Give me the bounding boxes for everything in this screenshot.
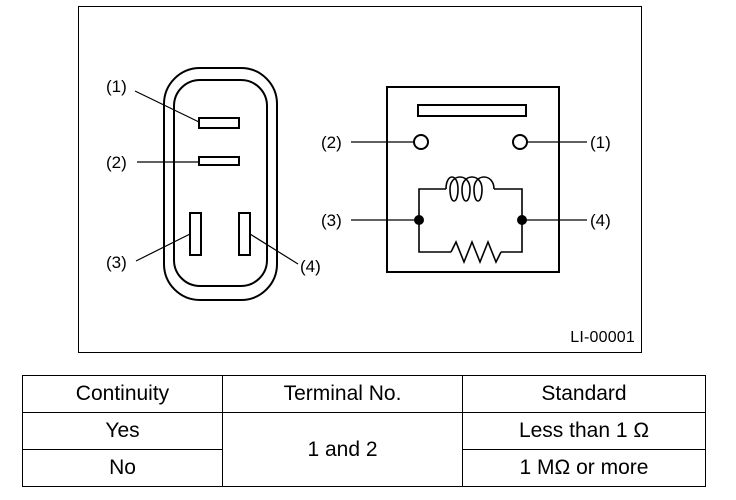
connector-drawing xyxy=(163,67,278,301)
connector-label-2: (2) xyxy=(106,153,127,172)
header-terminal-no: Terminal No. xyxy=(222,375,463,413)
relay-diagram: (1) (2) (3) (4) (2) (1) (3) (4) xyxy=(106,67,611,301)
terminal-1-circle xyxy=(512,134,528,150)
continuity-cell: Yes xyxy=(22,412,223,450)
resistor-symbol xyxy=(450,239,502,265)
coil-symbol xyxy=(445,176,495,202)
figure-id: LI-00001 xyxy=(570,329,635,346)
circuit-label-3: (3) xyxy=(321,211,342,230)
table-header-row: Continuity Terminal No. Standard xyxy=(22,375,706,413)
terminal-2-circle xyxy=(413,134,429,150)
continuity-spec-table: Continuity Terminal No. Standard Yes 1 a… xyxy=(22,375,706,487)
terminal-2-pin xyxy=(198,156,240,166)
table-row: No 1 MΩ or more xyxy=(22,449,706,487)
figure-frame: (1) (2) (3) (4) (2) (1) (3) (4) xyxy=(78,6,642,353)
standard-cell: Less than 1 Ω xyxy=(462,412,706,450)
resistor-wire-left xyxy=(418,220,451,253)
continuity-cell: No xyxy=(22,449,223,487)
terminal-1-pin xyxy=(198,117,240,129)
table-row: Yes 1 and 2 Less than 1 Ω xyxy=(22,412,706,487)
standard-cell: 1 MΩ or more xyxy=(462,449,706,487)
connector-label-3: (3) xyxy=(106,253,127,272)
resistor-wire-right xyxy=(501,220,523,253)
connector-label-1: (1) xyxy=(106,77,127,96)
circuit-label-1: (1) xyxy=(590,133,611,152)
coil-wire-right xyxy=(494,188,523,220)
circuit-label-2: (2) xyxy=(321,133,342,152)
relay-contact-bar xyxy=(417,104,527,117)
circuit-label-4: (4) xyxy=(590,211,611,230)
header-continuity: Continuity xyxy=(22,375,223,413)
connector-leaders xyxy=(134,90,299,265)
connector-inner-shell xyxy=(173,79,268,287)
terminal-3-pin xyxy=(189,212,202,256)
circuit-drawing xyxy=(386,86,560,273)
coil-wire xyxy=(418,188,446,220)
terminal-4-pin xyxy=(238,212,251,256)
connector-outer-shell xyxy=(163,67,278,301)
terminal-cell: 1 and 2 xyxy=(222,412,463,487)
header-standard: Standard xyxy=(462,375,706,413)
circuit-leaders xyxy=(351,141,587,221)
connector-label-4: (4) xyxy=(300,257,321,276)
relay-box xyxy=(386,86,560,273)
